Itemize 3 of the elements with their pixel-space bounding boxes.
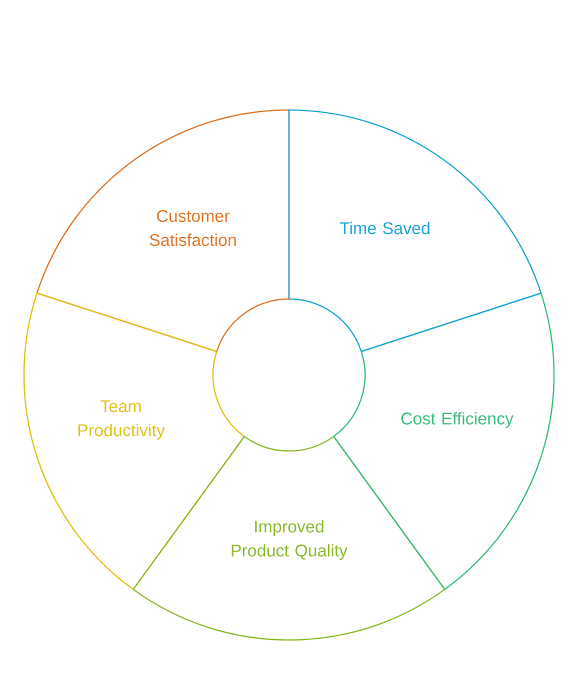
wheel-segment: Customer Satisfaction bbox=[36, 109, 290, 352]
wheel-segment: Time Saved bbox=[288, 109, 542, 352]
hub-circle bbox=[212, 298, 366, 452]
